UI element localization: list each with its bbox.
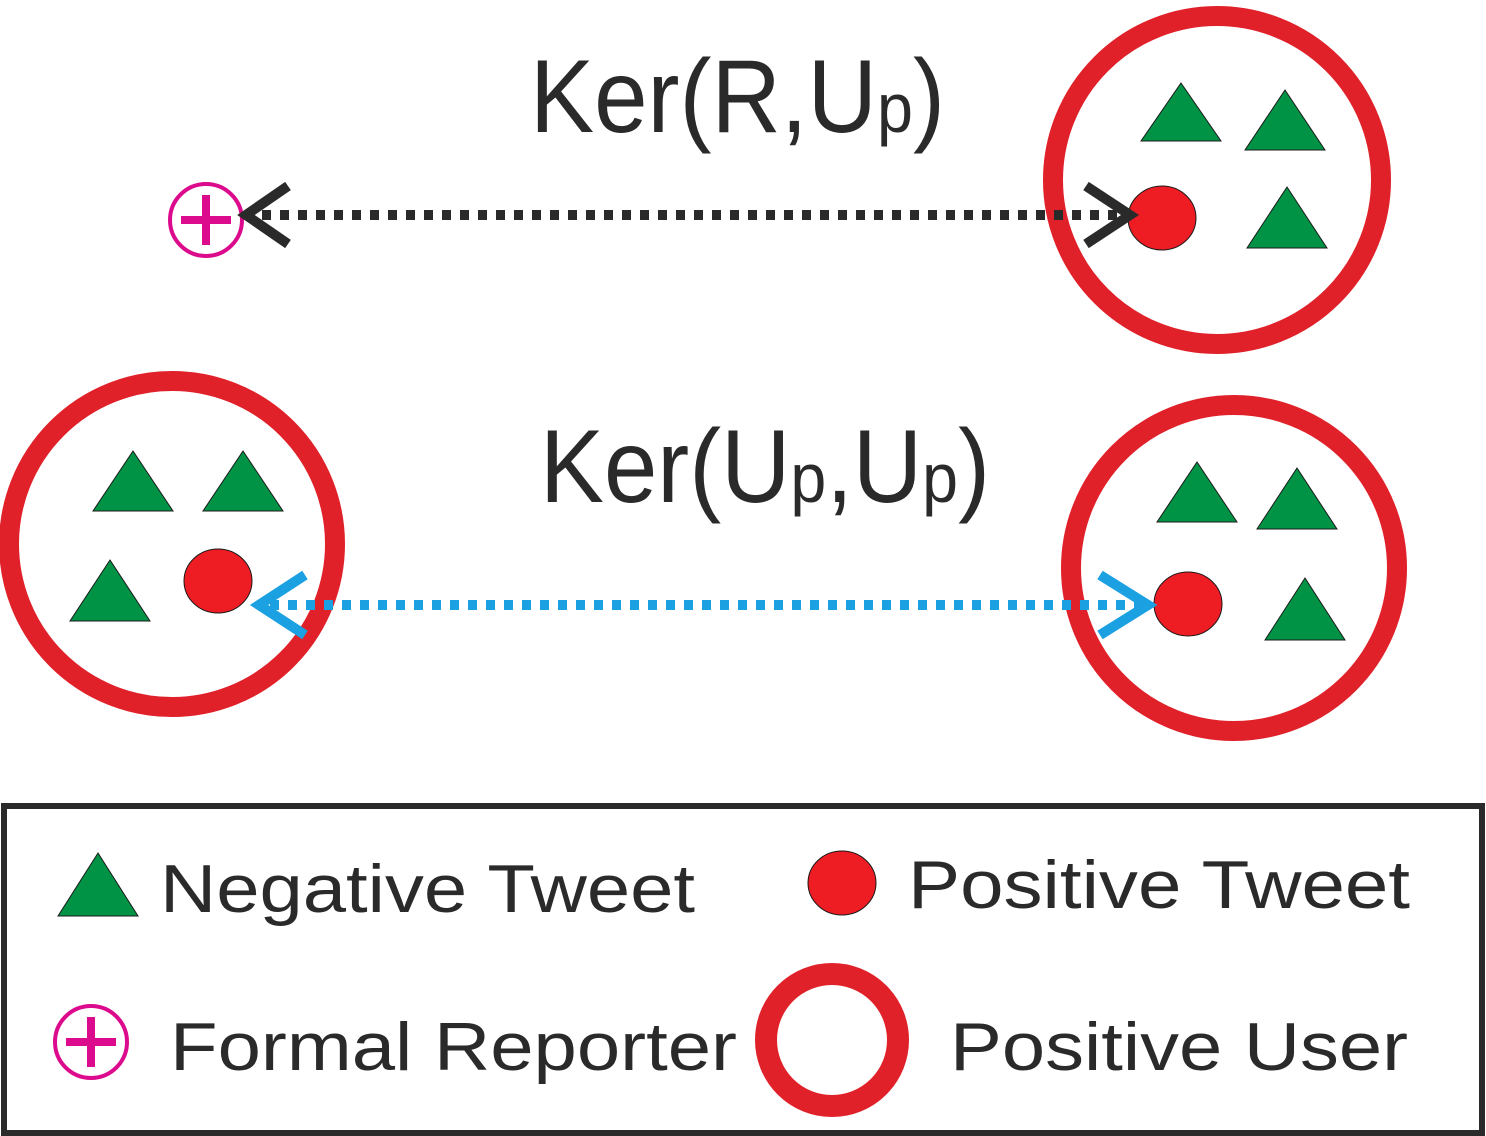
positive-user-top-right [1043,6,1391,354]
triangle-icon [57,852,139,917]
chevron-right-icon [1097,570,1158,640]
dot-icon [183,548,253,614]
legend-positive-user-label: Positive User [950,1009,1408,1085]
dot-icon [1153,571,1223,637]
triangle-icon [1246,186,1328,249]
chevron-left-icon [249,570,308,640]
ring-icon [0,371,345,717]
formal-reporter-node [168,182,244,258]
triangle-icon [1140,82,1222,142]
legend-negative-tweet-label: Negative Tweet [160,851,695,927]
legend-box [1,803,1485,1136]
kernel-arrow-user-user [249,570,1158,640]
ring-icon [755,963,909,1117]
chevron-right-icon [1083,181,1140,249]
positive-user-middle-right [1061,395,1407,741]
kernel-arrow-reporter-user [237,181,1140,249]
triangle-icon [1256,467,1338,530]
legend-formal-reporter-label: Formal Reporter [170,1009,737,1085]
dot-icon [1127,185,1197,251]
dot-icon [807,850,877,916]
chevron-left-icon [237,181,291,249]
legend-formal-reporter-icon [53,1004,129,1080]
legend: Negative Tweet Positive Tweet Formal Rep… [1,803,1485,1136]
legend-positive-tweet-label: Positive Tweet [908,847,1410,923]
triangle-icon [1156,461,1238,523]
kernel-label-reporter-user: Ker(R,Up) [530,39,945,155]
triangle-icon [69,559,151,622]
triangle-icon [92,450,174,512]
triangle-icon [1264,577,1346,641]
ring-icon [1061,395,1407,741]
positive-user-middle-left [0,371,345,717]
triangle-icon [1244,89,1326,151]
ring-icon [1043,6,1391,354]
triangle-icon [202,450,284,512]
kernel-label-user-user: Ker(Up,Up) [540,409,990,525]
